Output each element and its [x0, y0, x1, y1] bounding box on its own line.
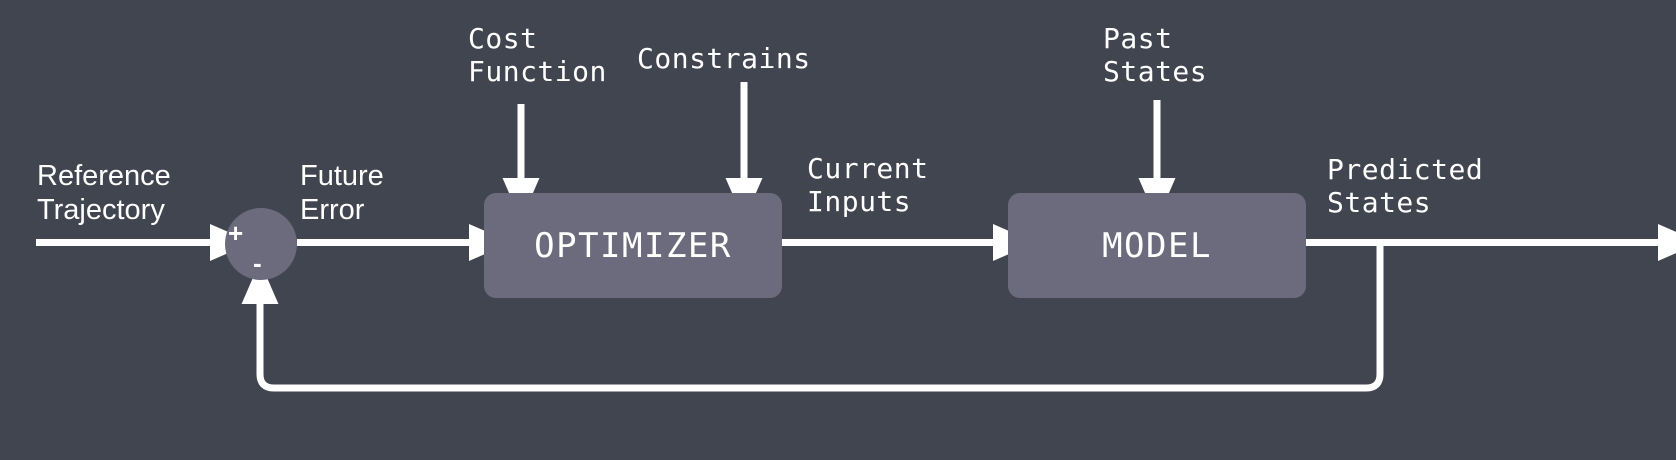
label-constrains: Constrains	[637, 42, 811, 75]
summing-junction[interactable]	[225, 208, 297, 280]
summing-junction-minus-sign: -	[253, 248, 262, 278]
model-block[interactable]: MODEL	[1008, 193, 1306, 298]
label-past-states: Past States	[1103, 22, 1208, 89]
label-current-inputs: Current Inputs	[807, 152, 929, 219]
optimizer-block[interactable]: OPTIMIZER	[484, 193, 782, 298]
label-reference-trajectory: Reference Trajectory	[37, 160, 171, 227]
label-future-error: Future Error	[300, 160, 384, 227]
line-feedback-loop	[241, 244, 1384, 392]
model-block-label: MODEL	[1102, 225, 1212, 266]
label-cost-function: Cost Function	[468, 22, 607, 89]
label-predicted-states: Predicted States	[1327, 153, 1484, 220]
summing-junction-plus-sign: +	[228, 218, 244, 248]
optimizer-block-label: OPTIMIZER	[534, 225, 732, 266]
